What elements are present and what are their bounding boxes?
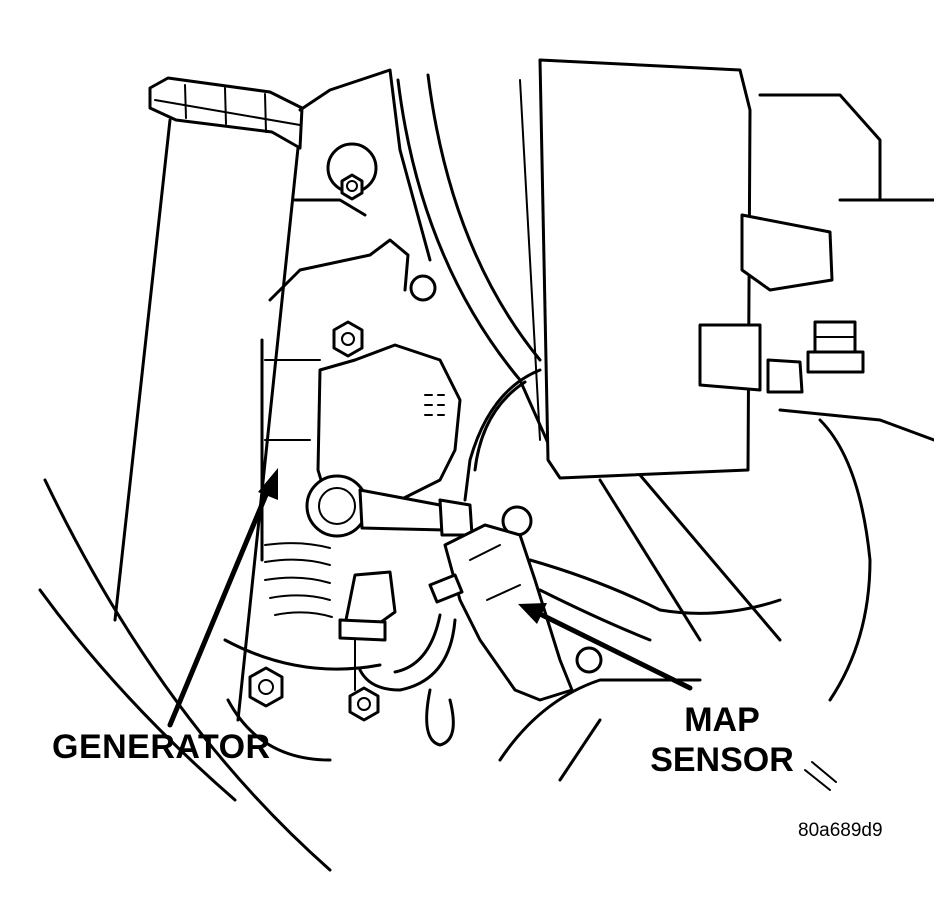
air-duct	[396, 58, 752, 480]
map-sensor	[428, 523, 574, 702]
generator-fins	[264, 542, 333, 618]
map-label-line1: MAP	[684, 701, 760, 739]
bolt-mid	[332, 320, 364, 358]
map-sensor-label: MAP SENSOR	[622, 700, 822, 780]
bolt-low-mid	[348, 686, 380, 722]
bolt-top	[326, 142, 378, 201]
small-sensor	[338, 570, 397, 691]
figure-code: 80a689d9	[798, 820, 883, 841]
lower-housing	[498, 418, 872, 791]
bolt-upper-right	[409, 274, 437, 302]
map-label-line2: SENSOR	[650, 741, 794, 779]
bolt-low-left	[248, 666, 284, 708]
generator-leader-arrow	[167, 468, 278, 728]
map-sensor-leader-arrow	[518, 603, 693, 691]
generator-label: GENERATOR	[52, 728, 271, 766]
wiring-harness	[358, 368, 782, 747]
bracket-right	[698, 93, 934, 442]
engine-block	[260, 68, 432, 562]
fender-curve-inner	[38, 588, 237, 802]
generator-connector	[305, 474, 474, 538]
radiator-hose	[113, 76, 304, 722]
fender-curve	[43, 478, 332, 872]
